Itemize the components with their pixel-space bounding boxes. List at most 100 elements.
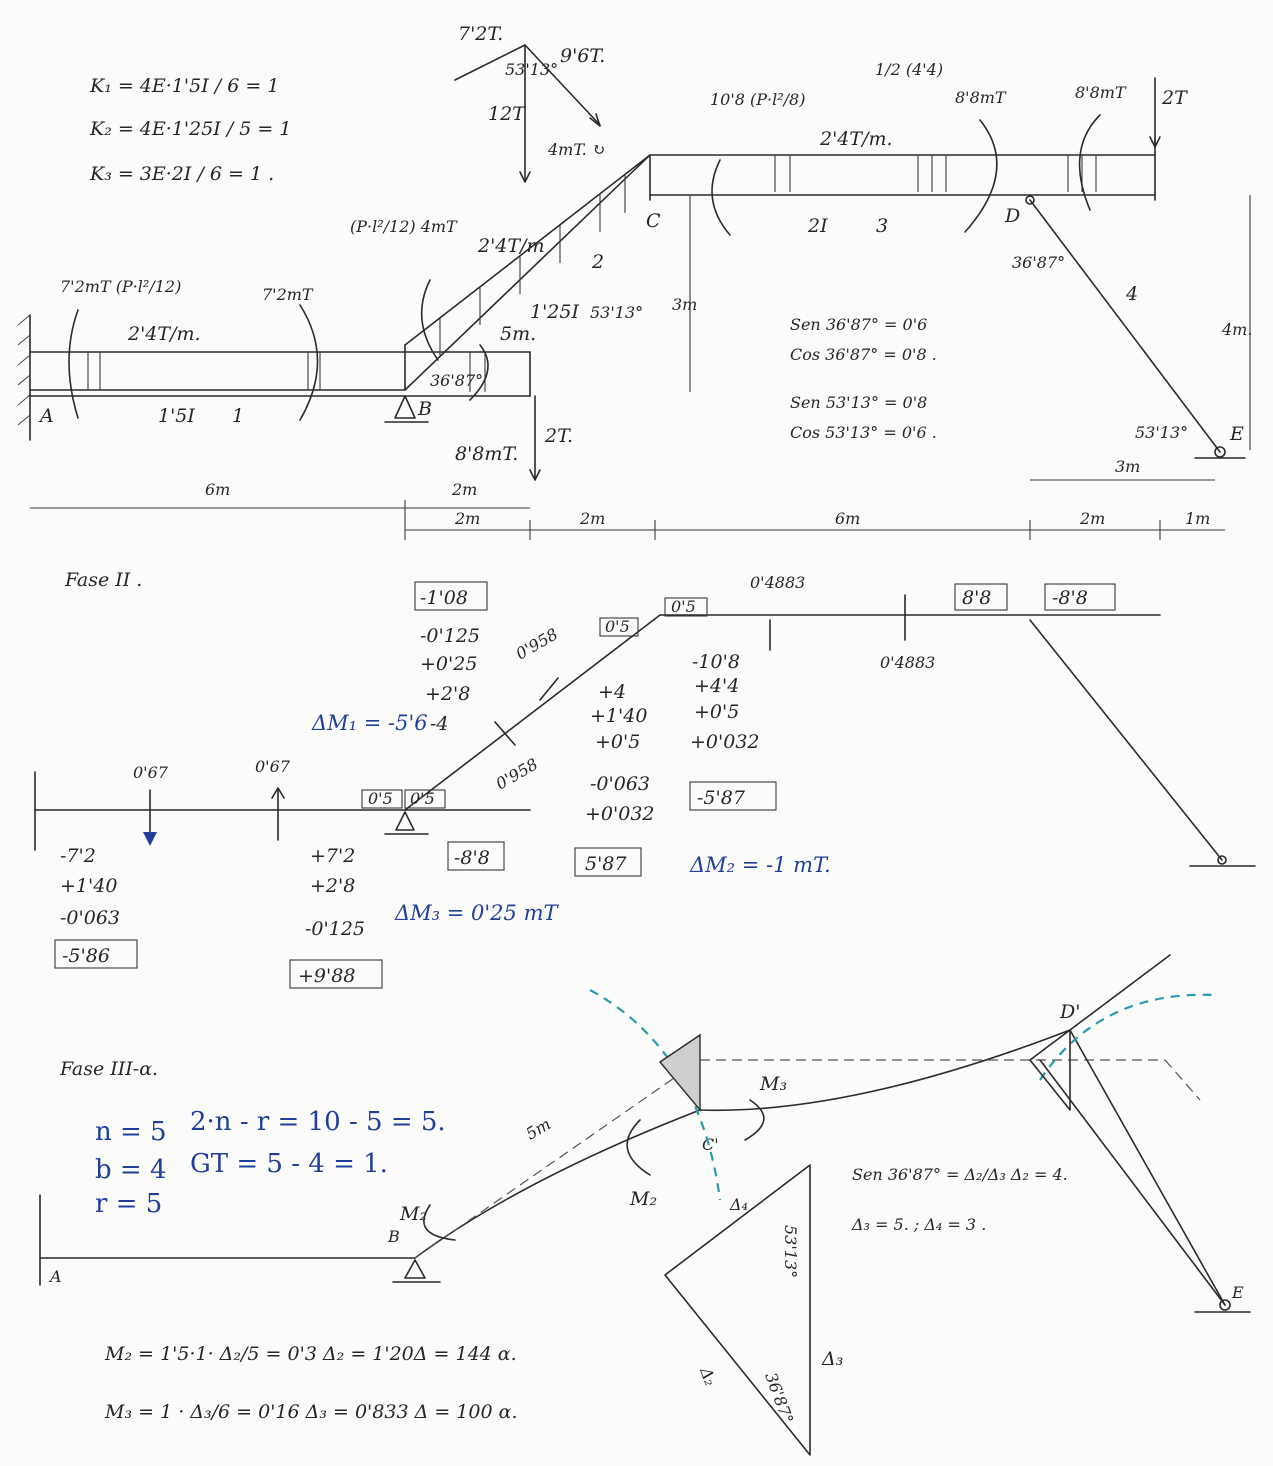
force-12t-label: 12T (488, 103, 526, 125)
displacement-triangle (664, 1164, 811, 1456)
trig-3: Sen 53'13° = 0'8 (790, 393, 927, 412)
dist-c-right: 0'5 (671, 597, 696, 616)
c-left-val-1: +4 (598, 681, 626, 703)
phase3-m2-left: M₂ (399, 1203, 427, 1225)
phase3-eq2: GT = 5 - 4 = 1. (190, 1149, 388, 1179)
span-bc2: 2m (579, 509, 605, 528)
c-right-val-1: -10'8 (692, 651, 740, 673)
section-cd: 2I (807, 215, 828, 237)
node-e: E (1229, 423, 1244, 445)
reaction-4883a: 0'4883 (750, 573, 805, 592)
c-right-val-4: +0'032 (690, 731, 760, 753)
a-val-3: -0'063 (60, 907, 120, 929)
arc-d (1039, 993, 1216, 1081)
phase3-bar-de (1039, 1059, 1226, 1306)
phase3-m3: M₃ (759, 1073, 787, 1095)
point-load-end-label: 2T (1161, 87, 1188, 109)
phase3-d3d4: Δ₃ = 5. ; Δ₄ = 3 . (851, 1215, 986, 1234)
dist-b-left: 0'5 (368, 789, 393, 808)
fem-cd-left: 10'8 (P·l²/8) (710, 90, 805, 109)
fem-cd-mid-val: 8'8mT (955, 88, 1007, 107)
trig-2: Cos 36'87° = 0'8 . (790, 345, 937, 364)
svg-text:C': C' (702, 1135, 719, 1154)
moment-b-cant: 8'8mT. (455, 443, 518, 465)
tri-d4: Δ₄ (729, 1195, 748, 1214)
deformed-bc (414, 1109, 701, 1259)
height-c: 3m (672, 295, 697, 314)
force-72t (454, 44, 526, 81)
c-right-val-3: +0'5 (694, 701, 739, 723)
phase3-m2-right: M₂ (629, 1188, 657, 1210)
trig-4: Cos 53'13° = 0'6 . (790, 423, 937, 442)
force-72t-label: 7'2T. (458, 23, 503, 45)
reaction-958a: 0'958 (513, 624, 562, 663)
point-load-b-label: 2T. (544, 425, 573, 447)
b-top-val-3: +0'25 (420, 653, 477, 675)
a-val-1: -7'2 (60, 845, 96, 867)
bar-label-3: 3 (876, 215, 888, 237)
node-a: A (38, 405, 54, 427)
section-ab: 1'5I (158, 405, 195, 427)
node-c: C (646, 210, 661, 232)
stiffness-k3: K₃ = 3E·2I / 6 = 1 . (89, 163, 274, 185)
c-right-val-total: -5'87 (697, 787, 746, 809)
svg-text:D': D' (1059, 1001, 1080, 1023)
span-d1: 2m (1079, 509, 1105, 528)
node-d: D (1004, 205, 1020, 227)
dist-c-left: 0'5 (605, 617, 630, 636)
tri-d2: Δ₂ (696, 1364, 720, 1388)
angle-b: 36'87° (430, 371, 483, 390)
deformed-cd (699, 1029, 1071, 1112)
phase3-r: r = 5 (95, 1189, 162, 1219)
tri-angle2: 36'87° (761, 1370, 797, 1426)
b-left-val-total: +9'88 (298, 965, 355, 987)
tri-angle1: 53'13° (781, 1225, 800, 1278)
phase2-bar-de (1029, 619, 1223, 861)
dimension-lines (30, 479, 1225, 540)
d-val-2: -8'8 (1052, 587, 1088, 609)
reaction-4883b: 0'4883 (880, 653, 935, 672)
b-top-val-1: -1'08 (420, 587, 468, 609)
delta-m3: ΔM₃ = 0'25 mT (394, 901, 559, 925)
pin-support-e (1214, 446, 1226, 458)
load-bc: 2'4T/m (477, 235, 545, 257)
bar-bc (404, 154, 651, 391)
delta-m1: ΔM₁ = -5'6 (311, 711, 428, 735)
phase3-label: Fase III-α. (59, 1058, 158, 1080)
angle-e: 53'13° (1135, 423, 1188, 442)
load-arrows-ab (87, 352, 486, 392)
bar-de (1029, 199, 1221, 453)
angle-c: 53'13° (590, 303, 643, 322)
force-96t (524, 44, 601, 126)
c-right-val-2: +4'4 (694, 675, 739, 697)
frame-diagram: A B C D E 1 2 3 4 1'5I 1'25I 5m. 2I 2'4T… (17, 23, 1252, 540)
span-de: 3m (1115, 457, 1140, 476)
force-96t-label: 9'6T. (560, 45, 605, 67)
fem-bc-right: 4mT. ↻ (547, 140, 605, 159)
dist-b-top: 0'5 (410, 789, 435, 808)
fem-bc: (P·l²/12) 4mT (350, 217, 458, 236)
displacement-triangle-c (658, 1033, 701, 1112)
c-left-val-2: +1'40 (590, 705, 647, 727)
c-left-val-4: -0'063 (590, 773, 650, 795)
stiffness-block: K₁ = 4E·1'5I / 6 = 1 K₂ = 4E·1'25I / 5 =… (89, 75, 291, 185)
phase3-diagram: Fase III-α. n = 5 b = 4 r = 5 2·n - r = … (39, 954, 1251, 1456)
reaction-958b: 0'958 (493, 754, 542, 793)
tri-d3: Δ₃ (821, 1348, 843, 1370)
c-left-val-3: +0'5 (595, 731, 640, 753)
trig-1: Sen 36'87° = 0'6 (790, 315, 927, 334)
b-left-val-2: +2'8 (310, 875, 355, 897)
bar-label-4: 4 (1125, 283, 1138, 305)
phase2-label: Fase II . (64, 569, 142, 591)
fem-cd-mid: 1/2 (4'4) (875, 60, 943, 79)
span-ab: 6m (205, 480, 230, 499)
d-val-1: 8'8 (962, 587, 991, 609)
moment-ab-right: 7'2mT (262, 285, 314, 304)
height-e: 4m. (1221, 320, 1252, 339)
phase3-sin-eq: Sen 36'87° = Δ₂/Δ₃ Δ₂ = 4. (852, 1165, 1068, 1184)
phase3-b: b = 4 (95, 1155, 167, 1185)
delta-m2: ΔM₂ = -1 mT. (689, 853, 831, 877)
support-hatch-a (17, 314, 31, 426)
c-left-val-5: +0'032 (585, 803, 655, 825)
force-angle-label: 53'13° (505, 60, 558, 79)
